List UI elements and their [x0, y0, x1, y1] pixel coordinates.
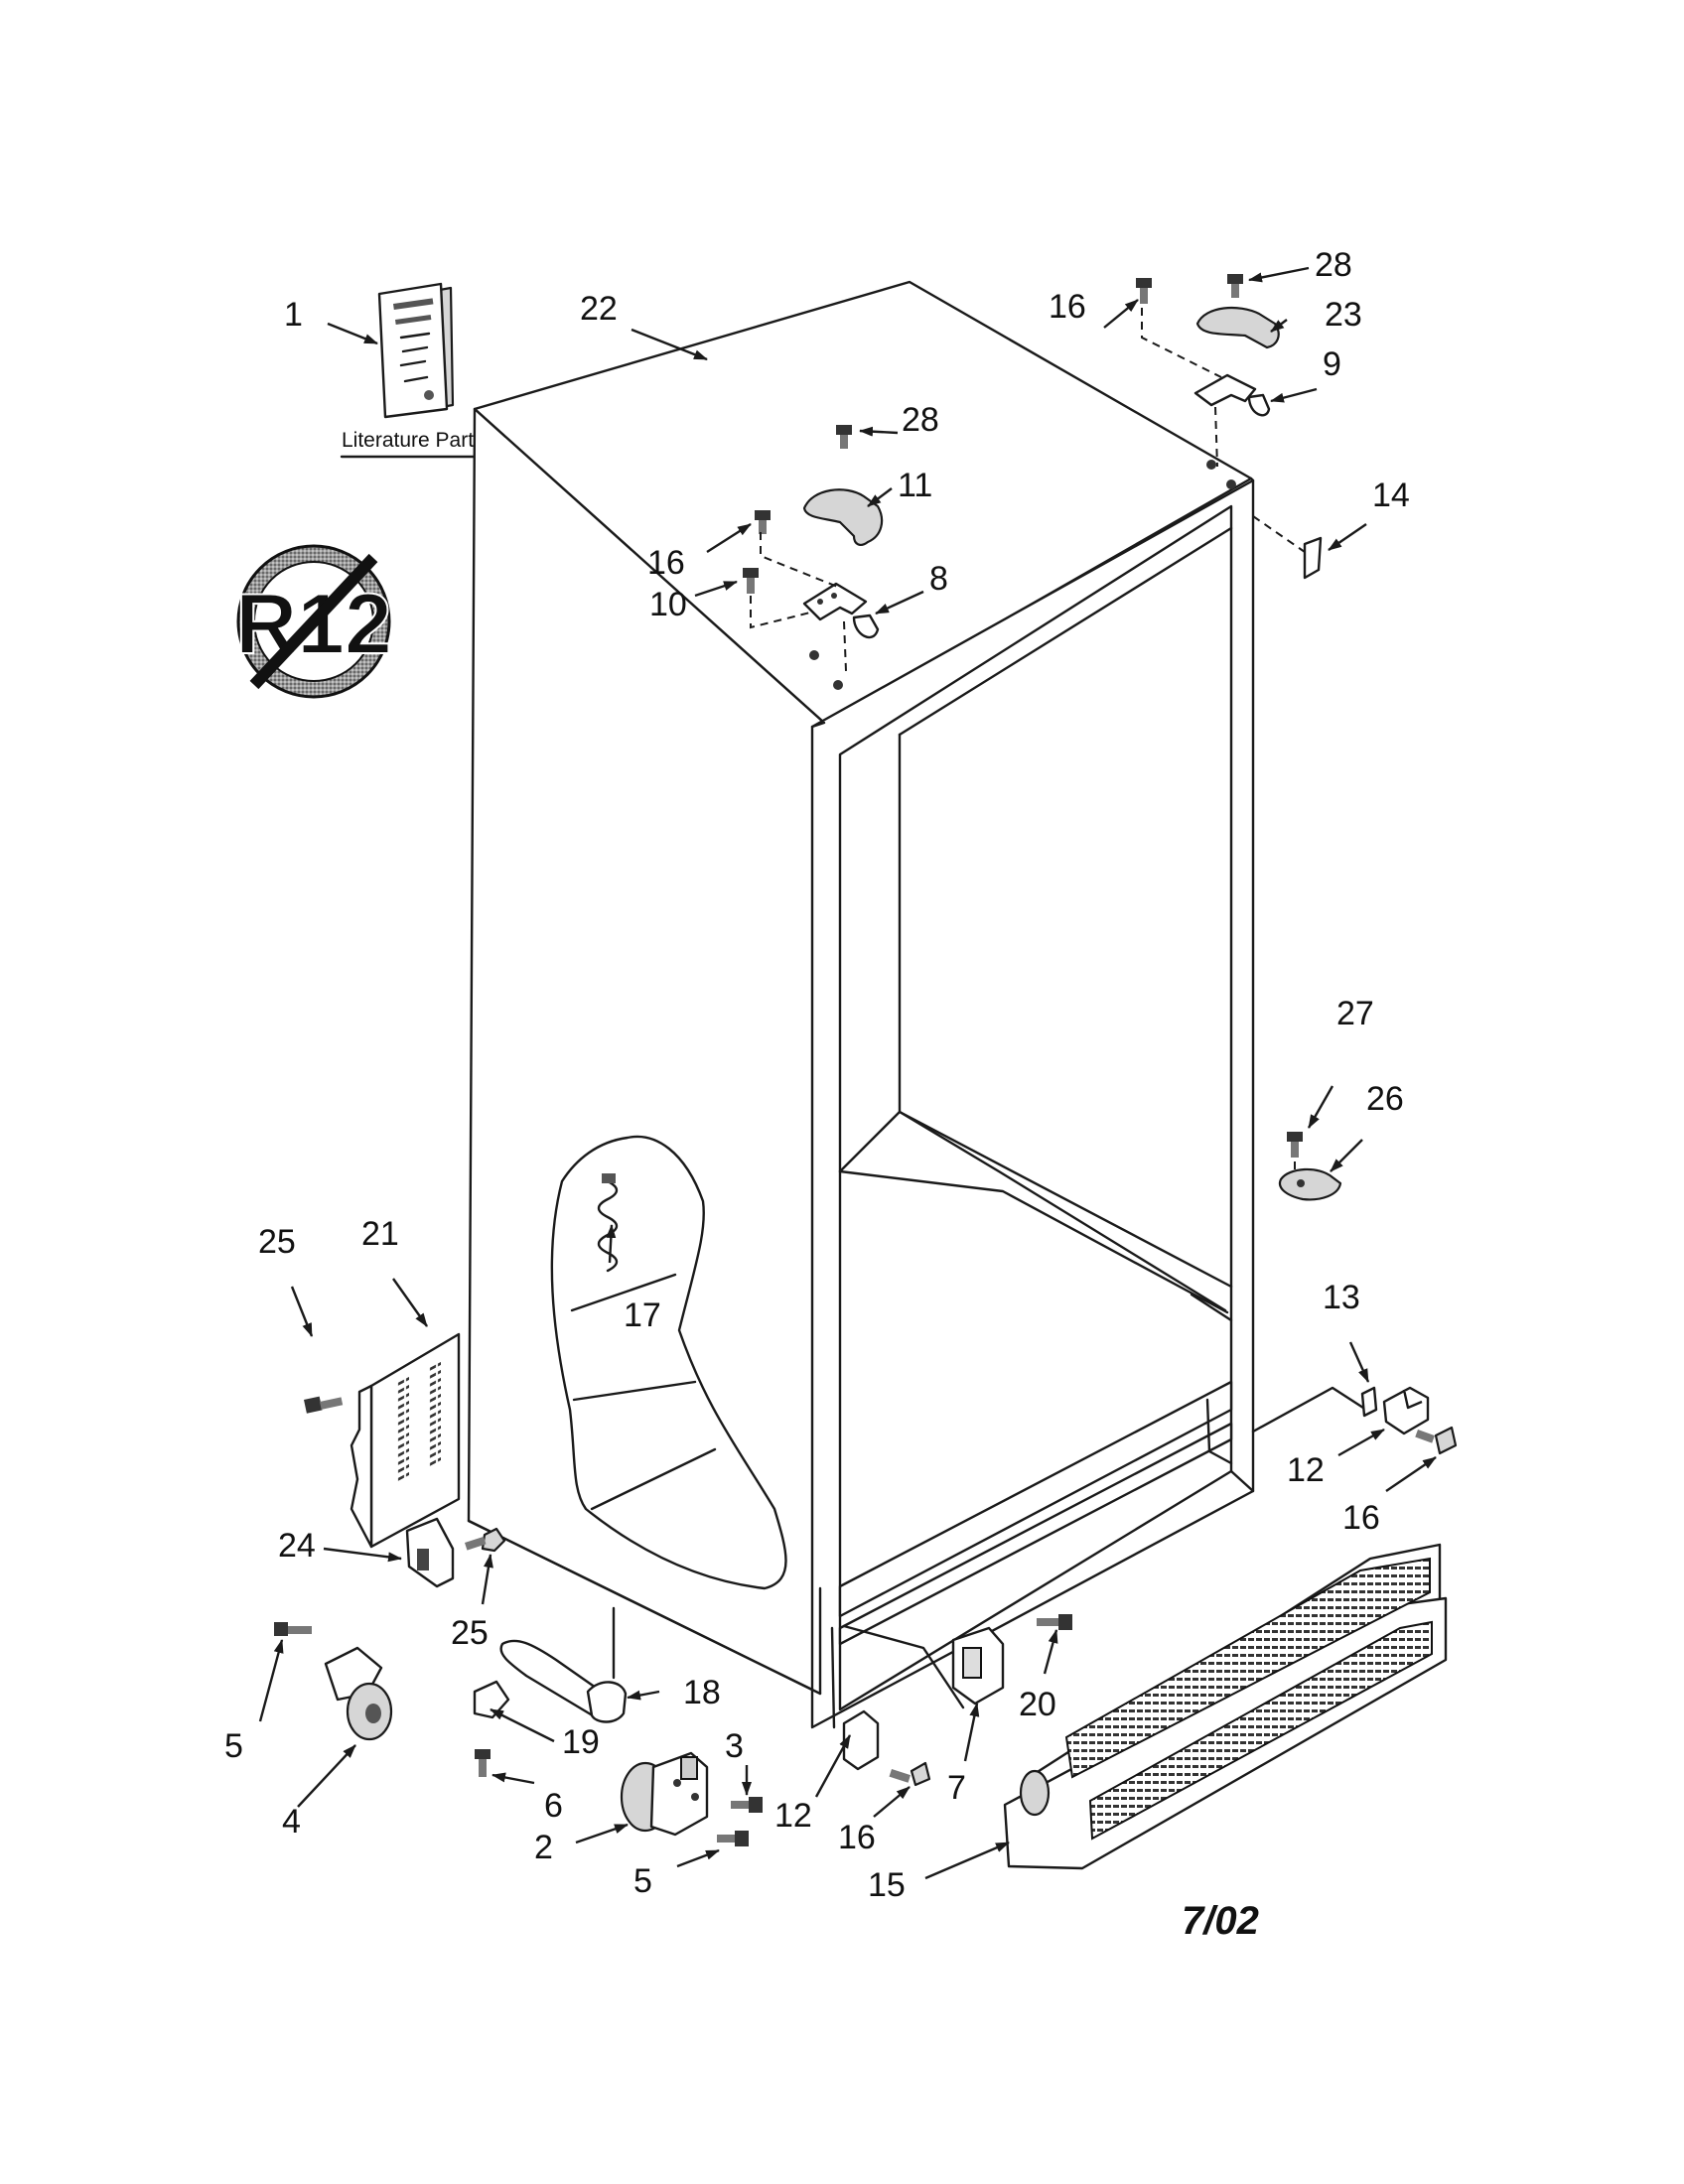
callout-16: 16 [1049, 288, 1086, 326]
callout-28: 28 [1315, 246, 1352, 284]
callout-17: 17 [624, 1297, 661, 1334]
callout-8: 8 [929, 560, 948, 598]
screw-icon [1287, 1132, 1303, 1158]
top-center-hinge-group [743, 425, 884, 672]
door-stop-group [1278, 1132, 1342, 1201]
callout-2: 2 [534, 1829, 553, 1866]
callout-21: 21 [361, 1215, 399, 1253]
screw-icon [743, 568, 759, 594]
callout-27: 27 [1336, 995, 1374, 1032]
compressor-cover-plate [304, 1332, 461, 1549]
screw-icon [1227, 274, 1243, 298]
callout-14: 14 [1372, 477, 1410, 514]
callout-12: 12 [774, 1797, 812, 1835]
callout-22: 22 [580, 290, 618, 328]
callout-23: 23 [1325, 296, 1362, 334]
callout-16: 16 [838, 1819, 876, 1856]
callout-10: 10 [649, 586, 687, 623]
screw-icon [1136, 278, 1152, 304]
callout-28: 28 [902, 401, 939, 439]
callout-24: 24 [278, 1527, 316, 1565]
screw-icon [304, 1396, 344, 1414]
callout-5: 5 [633, 1862, 652, 1900]
callout-1: 1 [284, 296, 303, 334]
screw-icon [889, 1761, 931, 1787]
callout-25: 25 [451, 1614, 489, 1652]
power-cord-bracket [405, 1517, 506, 1588]
literature-booklet [377, 282, 455, 419]
callout-15: 15 [868, 1866, 906, 1904]
callout-19: 19 [562, 1723, 600, 1761]
callout-25: 25 [258, 1223, 296, 1261]
callout-4: 4 [282, 1803, 301, 1841]
callout-13: 13 [1323, 1279, 1360, 1316]
drain-tube-assembly [473, 1606, 628, 1777]
callout-16: 16 [1342, 1499, 1380, 1537]
no-r12-symbol: R12 [234, 544, 393, 699]
screw-icon [274, 1622, 312, 1636]
date-code: 7/02 [1182, 1899, 1259, 1943]
screw-icon [1037, 1614, 1072, 1630]
front-left-leveling-bracket [842, 1709, 931, 1787]
callout-20: 20 [1019, 1686, 1056, 1723]
callout-5: 5 [224, 1727, 243, 1765]
prohibition-slash [249, 553, 378, 690]
screw-icon [475, 1749, 491, 1777]
callout-3: 3 [725, 1727, 744, 1765]
callout-12: 12 [1287, 1451, 1325, 1489]
toe-grille-bracket [951, 1614, 1072, 1706]
right-leveling-bracket [1360, 1386, 1458, 1455]
top-right-hinge-group [1136, 274, 1323, 580]
callout-16: 16 [647, 544, 685, 582]
callout-11: 11 [898, 467, 932, 504]
front-roller-assembly [620, 1751, 763, 1846]
callout-6: 6 [544, 1787, 563, 1825]
cabinet-shell [467, 280, 1368, 1729]
callout-labels: 1 22 28 16 23 9 28 11 16 14 10 8 27 26 2… [224, 246, 1410, 1904]
callout-7: 7 [947, 1769, 966, 1807]
nut-icon [465, 1527, 506, 1553]
rear-roller-assembly [274, 1622, 393, 1741]
toe-grille [1003, 1543, 1448, 1870]
vent-slots [397, 1357, 441, 1483]
screw-icon [836, 425, 852, 449]
screw-icon [1415, 1426, 1458, 1455]
screw-icon [731, 1797, 763, 1813]
screw-icon [755, 510, 771, 534]
callout-9: 9 [1323, 345, 1341, 383]
callout-arrows [258, 266, 1437, 1880]
callout-18: 18 [683, 1674, 721, 1711]
callout-26: 26 [1366, 1080, 1404, 1118]
literature-parts-caption: Literature Parts [342, 429, 485, 452]
screw-icon [717, 1831, 749, 1846]
